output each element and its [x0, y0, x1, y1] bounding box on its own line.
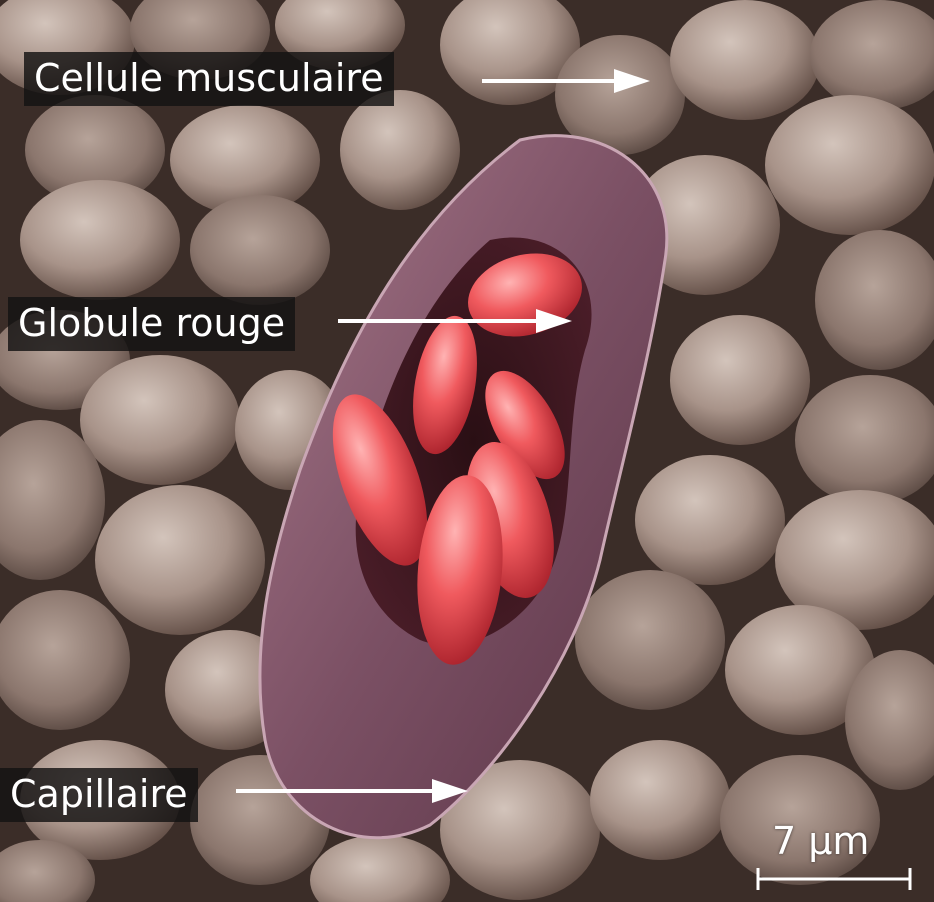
arrow-red-blood-cell-icon [338, 309, 572, 333]
label-red-blood-cell: Globule rouge [8, 297, 296, 351]
scale-bar [756, 868, 912, 890]
arrow-muscle-cell-icon [482, 69, 650, 93]
arrow-capillary-icon [236, 779, 468, 803]
label-muscle-cell: Cellule musculaire [24, 52, 394, 106]
scale-bar-label: 7 µm [772, 819, 870, 863]
label-capillary: Capillaire [0, 768, 198, 822]
